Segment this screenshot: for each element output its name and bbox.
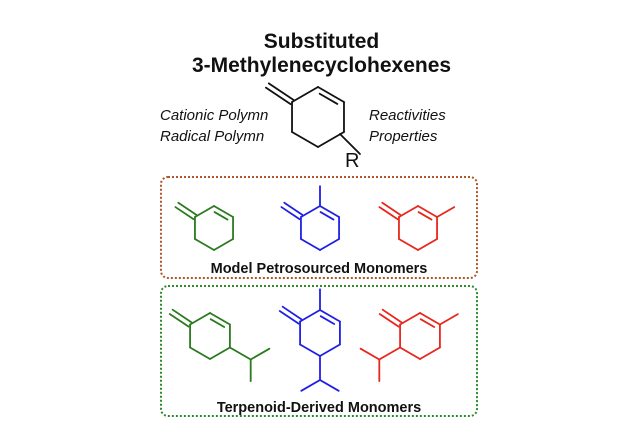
ring-bond [398,205,419,218]
ring-double-bond [213,205,234,218]
methylidene-bond-second [378,313,400,328]
isopropyl-branch-1 [319,379,340,392]
methylidene-bond [267,82,295,101]
ring-bond [300,238,321,251]
ring-bond [417,238,438,251]
ring-double-bond-inner [213,211,229,221]
ring-bond [291,86,319,103]
ring-bond [194,238,215,251]
ring-double-bond [209,312,231,326]
ring-bond [209,346,231,360]
methylidene-bond [381,201,402,216]
ring-double-bond-inner [319,211,335,221]
methylidene-bond-second [174,206,195,221]
ring-double-bond-inner [419,318,436,328]
ring-bond [299,309,321,323]
label-radical-polymn: Radical Polymn [160,128,265,145]
ring-bond [319,238,340,251]
terpenoid-monomer-2 [278,288,341,392]
methylidene-bond [381,308,403,324]
ring-double-bond [317,86,345,103]
core-structure [264,82,361,155]
methylidene-bond-second [378,206,399,221]
substituent-r-label: R [345,150,359,172]
isopropyl-bond [229,346,252,361]
ring-bond [399,346,421,360]
ring-bond [300,205,321,218]
ring-bond [194,205,215,218]
r-substituent-bond [339,133,361,155]
ring-bond [419,346,441,360]
ring-bond [399,312,421,326]
ring-bond [299,343,321,357]
ring-bond [213,238,234,251]
methylidene-bond [177,201,198,216]
methylidene-bond-second [168,313,190,328]
isopropyl-bond [378,346,401,361]
terpenoid-monomer-3 [359,308,459,383]
ring-bond [319,343,341,357]
ring-double-bond-inner [319,315,336,325]
terpenoid-box-label: Terpenoid-Derived Monomers [216,400,422,416]
ring-bond [189,346,211,360]
ring-double-bond-inner [209,318,226,328]
methyl-bond [439,313,459,326]
isopropyl-branch-0 [359,347,381,361]
ring-bond [398,238,419,251]
methylidene-bond-second [280,206,301,221]
title-line-2: 3-Methylenecyclohexenes [191,54,452,77]
ring-double-bond [417,205,438,218]
isopropyl-branch-1 [249,347,271,361]
petro-monomer-2 [280,185,340,251]
methylidene-bond [283,201,304,216]
ring-double-bond [319,309,341,323]
ring-double-bond-inner [318,92,339,105]
petrosourced-box-label: Model Petrosourced Monomers [210,261,428,277]
title-line-1: Substituted [263,30,380,53]
label-cationic-polymn: Cationic Polymn [160,107,269,124]
terpenoid-monomer-1 [168,308,271,383]
ring-double-bond [319,205,340,218]
ring-double-bond-inner [417,211,433,221]
methylidene-bond [171,308,193,324]
terpenoid-box: Terpenoid-Derived Monomers [160,285,478,417]
petro-monomer-3 [378,201,456,251]
petrosourced-box: Model Petrosourced Monomers [160,176,478,279]
ring-bond [291,131,319,148]
petro-monomer-1 [174,201,234,251]
label-properties: Properties [369,128,438,145]
ring-bond [189,312,211,326]
methylidene-bond-second [264,86,292,106]
label-reactivities: Reactivities [369,107,446,124]
isopropyl-branch-0 [300,379,321,392]
methylidene-bond [281,305,303,321]
methylidene-bond-second [278,310,300,325]
ring-double-bond [419,312,441,326]
methyl-bond [436,206,456,218]
